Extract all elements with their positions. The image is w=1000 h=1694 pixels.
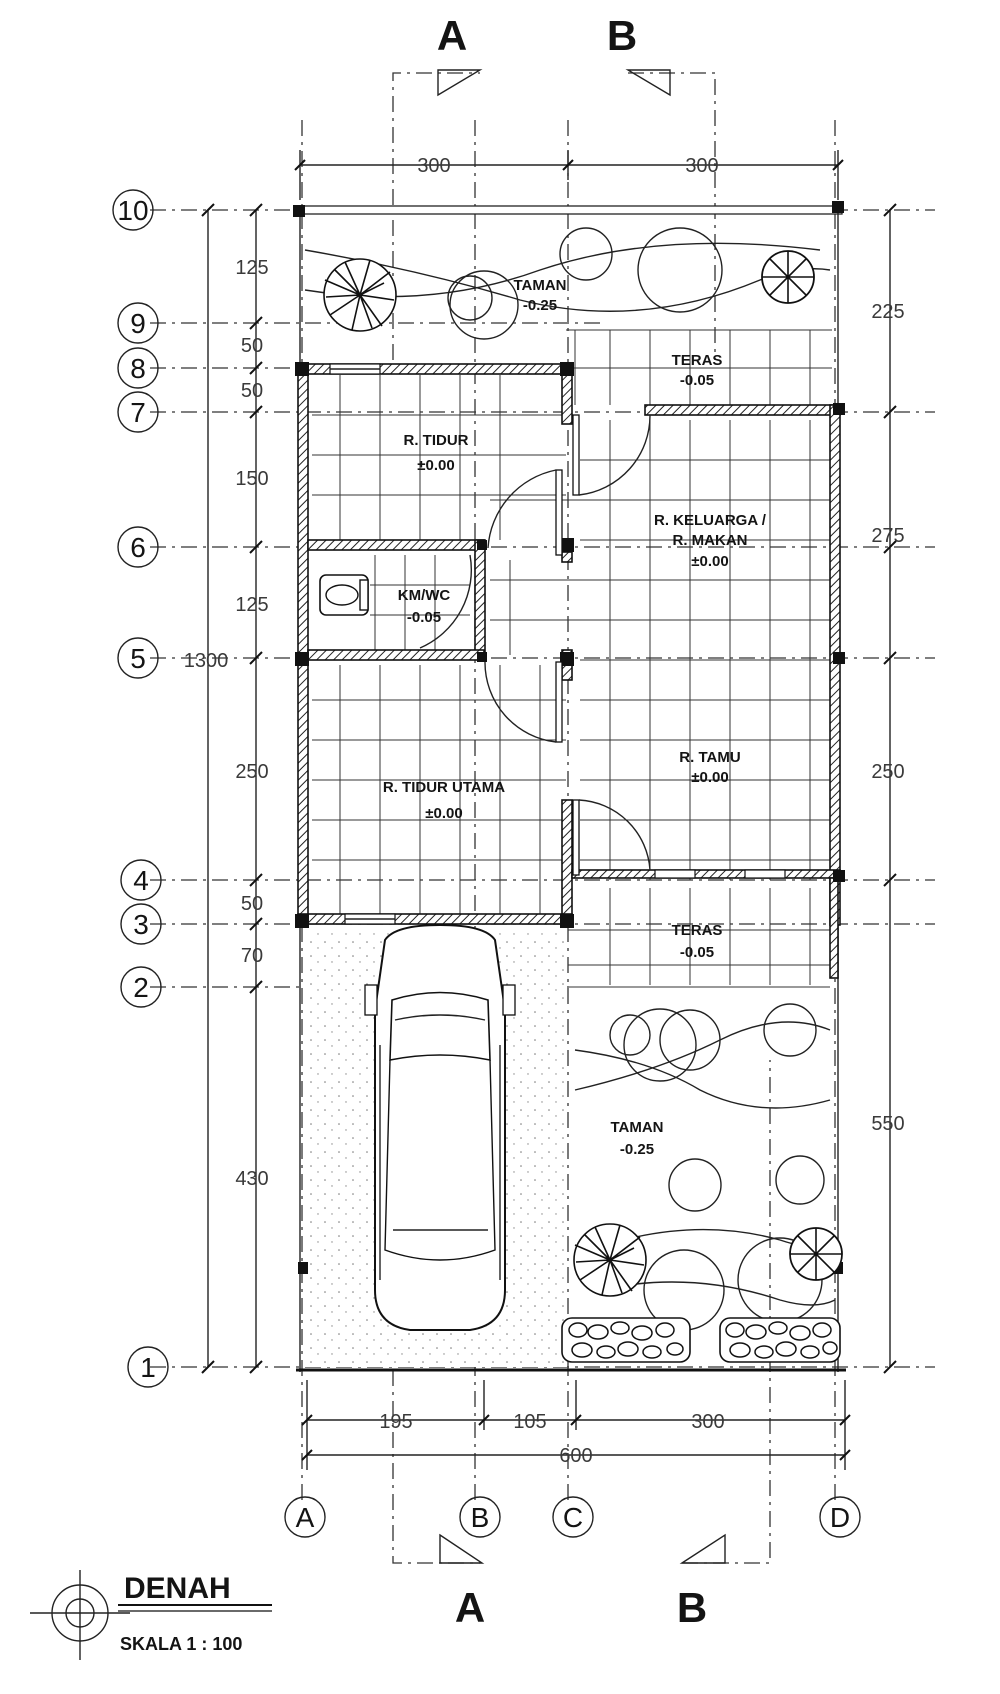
car-icon bbox=[364, 923, 516, 1331]
dim-total-width: 600 bbox=[559, 1445, 592, 1467]
section-mark-top-b: B bbox=[607, 12, 637, 59]
room-taman-top-name: TAMAN bbox=[513, 277, 566, 294]
dim-total-height: 1300 bbox=[184, 650, 229, 672]
room-taman-bottom-name: TAMAN bbox=[610, 1119, 663, 1136]
dim-left-3: 50 bbox=[241, 380, 263, 402]
dimension-lines bbox=[201, 150, 897, 1470]
dim-left-5: 125 bbox=[235, 594, 268, 616]
room-labels: TAMAN -0.25 TERAS -0.05 R. TIDUR ±0.00 R… bbox=[383, 277, 767, 1158]
walls bbox=[297, 363, 841, 979]
column-grid-labels: A B C D bbox=[296, 1502, 850, 1533]
dim-bottom-3: 300 bbox=[691, 1411, 724, 1433]
room-tidur-utama-name: R. TIDUR UTAMA bbox=[383, 779, 505, 796]
shrub-icon bbox=[789, 1227, 843, 1281]
dim-left-4: 150 bbox=[235, 468, 268, 490]
dim-bottom-1: 195 bbox=[379, 1411, 412, 1433]
dim-left-2: 50 bbox=[241, 335, 263, 357]
section-labels: A B A B bbox=[437, 12, 707, 1631]
grid-row-6: 6 bbox=[130, 532, 146, 563]
dim-right-1: 225 bbox=[871, 301, 904, 323]
title-block: DENAH SKALA 1 : 100 bbox=[120, 1572, 242, 1654]
room-keluarga-level: ±0.00 bbox=[691, 553, 728, 570]
grid-row-8: 8 bbox=[130, 353, 146, 384]
room-keluarga-name-1: R. KELUARGA / bbox=[654, 512, 767, 529]
dim-left-7: 50 bbox=[241, 893, 263, 915]
dim-left-6: 250 bbox=[235, 761, 268, 783]
grid-col-b: B bbox=[471, 1502, 490, 1533]
room-tidur-level: ±0.00 bbox=[417, 457, 454, 474]
rock-border bbox=[561, 1317, 841, 1363]
room-teras-top-name: TERAS bbox=[672, 352, 723, 369]
grid-row-7: 7 bbox=[130, 397, 146, 428]
room-tidur-name: R. TIDUR bbox=[404, 432, 469, 449]
section-mark-bottom-b: B bbox=[677, 1584, 707, 1631]
drawing-title: DENAH bbox=[124, 1572, 231, 1605]
dim-top-left: 300 bbox=[417, 155, 450, 177]
grid-row-5: 5 bbox=[130, 643, 146, 674]
dim-bottom-2: 105 bbox=[513, 1411, 546, 1433]
room-kmwc-name: KM/WC bbox=[398, 587, 451, 604]
room-kmwc-level: -0.05 bbox=[407, 609, 441, 626]
room-keluarga-name-2: R. MAKAN bbox=[673, 532, 748, 549]
room-tamu-level: ±0.00 bbox=[691, 769, 728, 786]
grid-col-c: C bbox=[563, 1502, 583, 1533]
dimension-labels: 300 300 195 105 300 600 1300 125 50 50 1… bbox=[184, 155, 905, 1467]
grid-row-2: 2 bbox=[133, 972, 149, 1003]
section-mark-top-a: A bbox=[437, 12, 467, 59]
grid-row-1: 1 bbox=[140, 1352, 156, 1383]
room-tidur-utama-level: ±0.00 bbox=[425, 805, 462, 822]
palm-plant-icon bbox=[573, 1223, 647, 1297]
shrub-icon bbox=[761, 250, 815, 304]
row-grid-bubbles bbox=[112, 189, 169, 1388]
row-grid-labels: 10 9 8 7 6 5 4 3 2 1 bbox=[117, 195, 155, 1383]
grid-col-d: D bbox=[830, 1502, 850, 1533]
room-taman-bottom-level: -0.25 bbox=[620, 1141, 654, 1158]
dim-top-right: 300 bbox=[685, 155, 718, 177]
room-teras-top-level: -0.05 bbox=[680, 372, 714, 389]
grid-row-3: 3 bbox=[133, 909, 149, 940]
dim-left-9: 430 bbox=[235, 1168, 268, 1190]
grid-row-10: 10 bbox=[117, 195, 148, 226]
column-grid-bubbles bbox=[284, 1496, 861, 1538]
dim-right-4: 550 bbox=[871, 1113, 904, 1135]
toilet-icon bbox=[319, 574, 369, 616]
bottom-garden-plants bbox=[561, 1003, 843, 1363]
grid-row-9: 9 bbox=[130, 308, 146, 339]
title-symbol-icon bbox=[30, 1570, 272, 1660]
drawing-scale: SKALA 1 : 100 bbox=[120, 1634, 242, 1654]
dim-left-8: 70 bbox=[241, 945, 263, 967]
palm-plant-icon bbox=[323, 258, 397, 332]
room-teras-bottom-level: -0.05 bbox=[680, 944, 714, 961]
dim-left-1: 125 bbox=[235, 257, 268, 279]
doors bbox=[419, 414, 651, 876]
dim-right-3: 250 bbox=[871, 761, 904, 783]
section-mark-bottom-a: A bbox=[455, 1584, 485, 1631]
top-garden-plants bbox=[304, 227, 831, 340]
dim-right-2: 275 bbox=[871, 525, 904, 547]
grid-row-4: 4 bbox=[133, 865, 149, 896]
floor-tiles bbox=[312, 329, 832, 988]
room-tamu-name: R. TAMU bbox=[679, 749, 740, 766]
room-taman-top-level: -0.25 bbox=[523, 297, 557, 314]
grid-col-a: A bbox=[296, 1502, 315, 1533]
room-teras-bottom-name: TERAS bbox=[672, 922, 723, 939]
